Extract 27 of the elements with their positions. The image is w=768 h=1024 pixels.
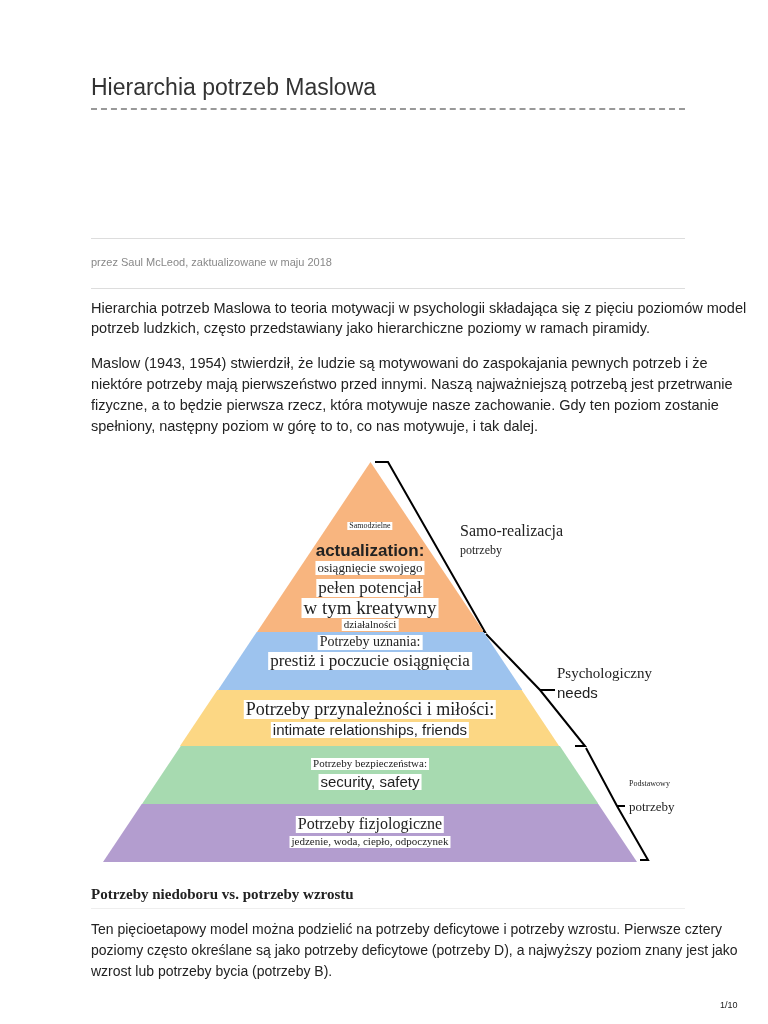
page-title: Hierarchia potrzeb Maslowa [91, 74, 377, 101]
bracket-label: needs [557, 684, 598, 701]
bracket-label: potrzeby [460, 543, 502, 558]
bracket-label: potrzeby [629, 799, 675, 815]
paragraph: Ten pięcioetapowy model można podzielić na potrzeby deficytowe i potrzeby wzrostu. Pierwsze cztery poziomy często określane są jako potrzeby deficytowe (potrzeby D), a najwyższy poziom znany jest jako wzrost lub potrzeby bycia (potrzeby B). [91, 920, 739, 981]
page-number: 1/10 [720, 1000, 738, 1010]
level-text: Potrzeby bezpieczeństwa: [311, 758, 429, 770]
level-text: prestiż i poczucie osiągnięcia [268, 652, 472, 670]
level-text: działalności [341, 619, 399, 631]
level-text: security, safety [318, 774, 422, 790]
section-heading: Potrzeby niedoboru vs. potrzeby wzrostu [91, 886, 354, 903]
bracket-label: Psychologiczny [557, 665, 652, 682]
level-text: actualization: [314, 542, 426, 560]
paragraph: Hierarchia potrzeb Maslowa to teoria motywacji w psychologii składająca się z pięciu poziomów model potrzeb ludzkich, często przedstawiany jako hierarchiczne poziomy w ramach piramidy. [91, 299, 748, 338]
bracket-label: Podstawowy [629, 779, 670, 788]
paragraph: Maslow (1943, 1954) stwierdził, że ludzie są motywowani do zaspokajania pewnych potrzeb i że niektóre potrzeby mają pierwszeństwo przed innymi. Naszą najważniejszą potrzebą jest przetrwanie fizyczne, a to będzie pierwsza rzecz, która motywuje nasze zachowanie. Gdy ten poziom zostanie spełniony, następny poziom w górę to to, co nas motywuje, i tak dalej. [91, 354, 734, 436]
level-text: jedzenie, woda, ciepło, odpoczynek [289, 836, 451, 848]
level-text: Samodzielne [347, 522, 393, 531]
bracket-label: Samo-realizacja [460, 522, 564, 540]
level-text: Potrzeby uznania: [317, 635, 423, 650]
level-text: pełen potencjał [316, 579, 424, 597]
level-text: Potrzeby przynależności i miłości: [243, 700, 497, 719]
level-text: osiągnięcie swojego [315, 561, 425, 575]
level-text: Potrzeby fizjologiczne [295, 816, 445, 833]
level-text: w tym kreatywny [301, 598, 439, 618]
byline: przez Saul McLeod, zaktualizowane w maju 2018 [91, 256, 332, 268]
level-text: intimate relationships, friends [270, 722, 470, 738]
